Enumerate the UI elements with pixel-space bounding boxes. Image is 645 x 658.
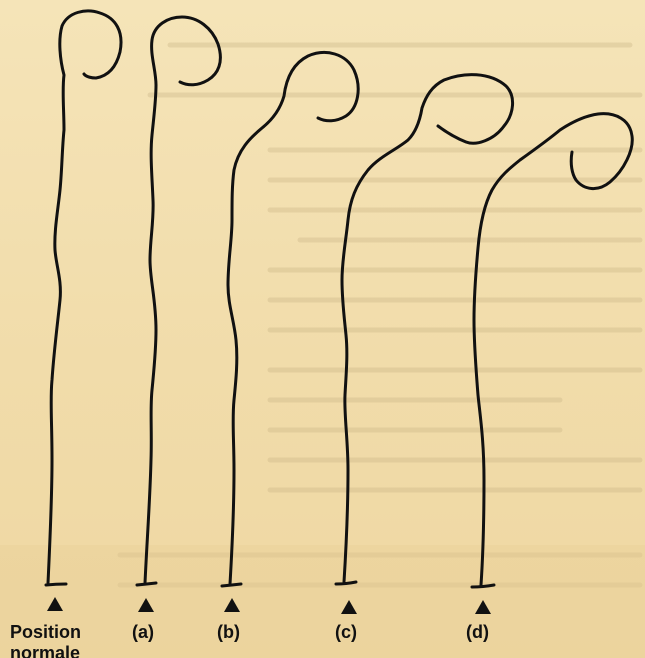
figure-d-outline	[472, 114, 632, 587]
label-d: (d)	[466, 622, 489, 642]
label-c: (c)	[335, 622, 357, 642]
figure-normal-outline	[46, 11, 121, 585]
marker-d-icon	[475, 600, 491, 614]
figure-b-outline	[222, 52, 358, 586]
figure-c-outline	[336, 75, 513, 584]
marker-c-icon	[341, 600, 357, 614]
marker-a-icon	[138, 598, 154, 612]
label-position-normale: Position normale	[10, 622, 110, 658]
figure-a-outline	[137, 17, 220, 585]
label-a: (a)	[132, 622, 154, 642]
marker-normal-icon	[47, 597, 63, 611]
marker-b-icon	[224, 598, 240, 612]
label-b: (b)	[217, 622, 240, 642]
